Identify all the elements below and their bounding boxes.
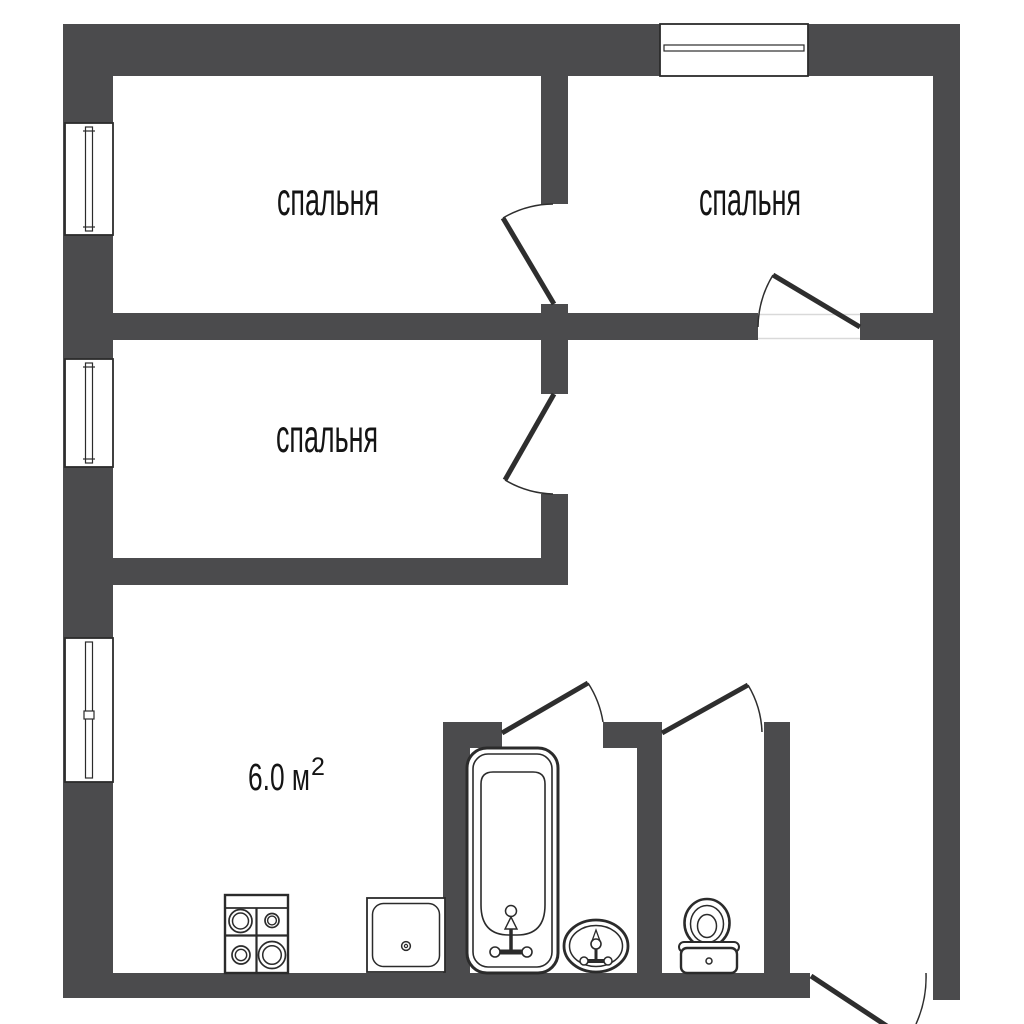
- toilet-icon: [678, 897, 740, 975]
- wall-bottom: [63, 973, 810, 998]
- door-swing-icon: [500, 680, 604, 736]
- door-swing-icon: [809, 972, 927, 1024]
- wall-right: [933, 24, 960, 1000]
- bedroom-middle-left-label: спальня: [276, 410, 378, 462]
- wall-middle-upper: [541, 76, 568, 204]
- door-swing-icon: [757, 272, 862, 340]
- wall-kitchen-top: [113, 558, 567, 585]
- stove-icon: [223, 893, 290, 975]
- wall-divider-right: [860, 313, 933, 340]
- window-icon: [64, 358, 114, 468]
- window-icon: [64, 122, 114, 236]
- wall-top: [63, 24, 960, 76]
- door-swing-icon: [502, 392, 557, 495]
- window-icon: [659, 23, 809, 77]
- wall-bath-toilet: [637, 722, 662, 973]
- kitchen-area-label: 6.0 м: [248, 757, 310, 799]
- bedroom-top-right-label: спальня: [699, 173, 801, 225]
- room-labels: спальня спальня спальня 6.0 м 2: [248, 173, 801, 799]
- window-icon: [64, 637, 114, 783]
- doors: [500, 203, 927, 1024]
- bathtub-icon: [465, 746, 560, 975]
- windows: [64, 23, 809, 783]
- kitchen-sink-icon: [366, 897, 446, 973]
- door-swing-icon: [500, 203, 557, 306]
- washbasin-icon: [562, 918, 630, 974]
- door-swing-icon: [660, 682, 763, 736]
- wall-toilet-right: [764, 722, 790, 973]
- bedroom-top-left-label: спальня: [277, 173, 379, 225]
- wall-divider-left: [113, 313, 758, 340]
- kitchen-area-superscript: 2: [311, 753, 325, 781]
- wall-middle-post1: [541, 304, 568, 394]
